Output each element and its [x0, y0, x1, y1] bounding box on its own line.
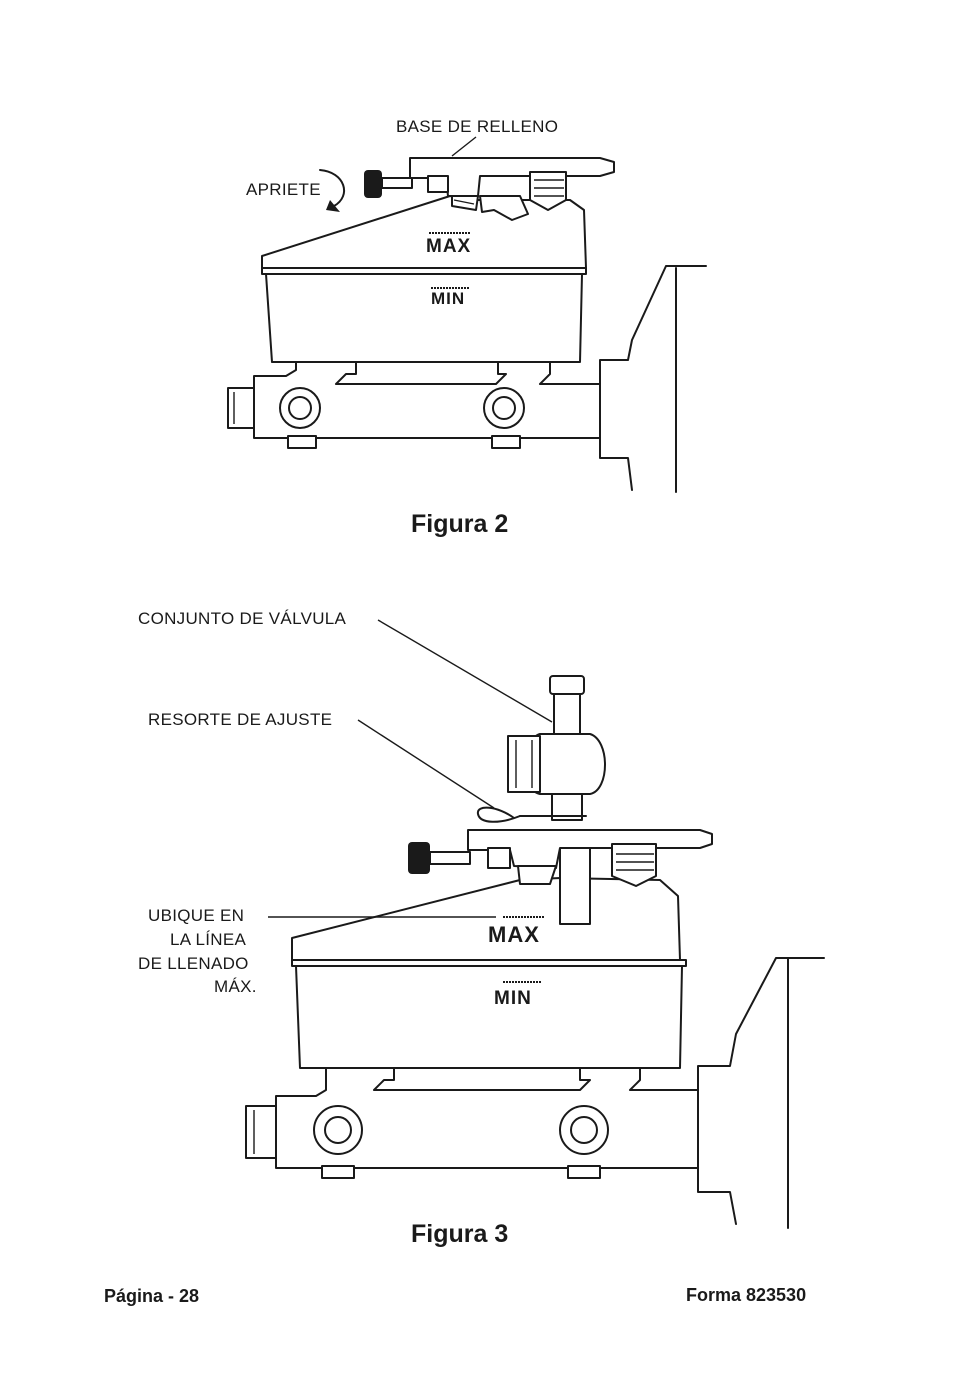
max-mark: MAX — [426, 236, 471, 257]
rotation-arrow — [319, 169, 345, 212]
tighten-label: APRIETE — [246, 180, 321, 199]
firewall-bracket — [697, 957, 825, 1229]
tighten-knob — [364, 170, 449, 198]
figure-2-drawing: MAX MIN — [227, 117, 707, 493]
level-markings: MAX MIN — [488, 916, 545, 1009]
locate-label-line4: MÁX. — [214, 977, 257, 996]
figure-3-caption: Figura 3 — [411, 1220, 509, 1248]
fill-base-leader — [451, 136, 477, 157]
adjust-spring — [476, 806, 587, 823]
adjust-spring-leader — [357, 719, 495, 809]
figure-2-caption: Figura 2 — [411, 510, 509, 538]
reservoir — [291, 877, 687, 1069]
locate-label-line3: DE LLENADO — [138, 954, 249, 973]
fill-base-label: BASE DE RELLENO — [396, 117, 558, 136]
valve-assembly — [507, 675, 606, 925]
master-cylinder — [245, 1067, 699, 1179]
firewall-bracket — [599, 265, 707, 493]
locate-label-line1: UBIQUE EN — [148, 906, 244, 925]
min-mark: MIN — [431, 289, 465, 308]
valve-assembly-label: CONJUNTO DE VÁLVULA — [138, 609, 347, 628]
form-number: Forma 823530 — [686, 1285, 807, 1305]
reservoir — [261, 195, 587, 363]
max-mark: MAX — [488, 922, 540, 947]
fill-base — [409, 157, 615, 221]
page-number: Página - 28 — [104, 1286, 200, 1306]
locate-label-line2: LA LÍNEA — [170, 930, 246, 949]
min-mark: MIN — [494, 988, 532, 1009]
valve-assembly-leader — [377, 619, 553, 723]
master-cylinder — [227, 361, 601, 449]
figure-3-drawing: MAX MIN — [138, 609, 825, 1229]
tighten-knob — [408, 842, 511, 874]
adjust-spring-label: RESORTE DE AJUSTE — [148, 710, 332, 729]
level-markings: MAX MIN — [426, 232, 471, 308]
